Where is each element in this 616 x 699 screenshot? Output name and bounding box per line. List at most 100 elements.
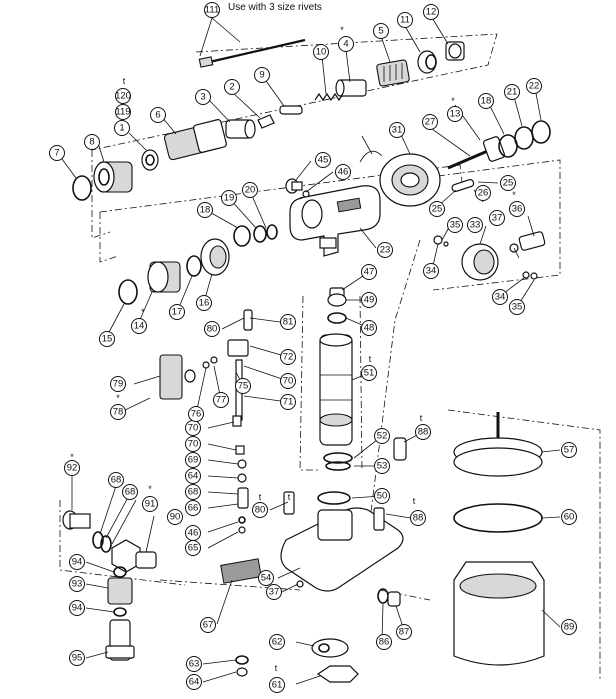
svg-text:47: 47	[364, 267, 375, 278]
svg-text:90: 90	[170, 512, 181, 523]
callout-18-right: 18	[478, 93, 494, 109]
callout-64-bottom: 64	[186, 674, 202, 690]
svg-text:4: 4	[343, 39, 348, 50]
svg-text:77: 77	[216, 395, 227, 406]
svg-text:76: 76	[191, 409, 202, 420]
svg-text:34: 34	[426, 266, 437, 277]
callout-19: 19	[221, 190, 237, 206]
callout-76: 76	[188, 406, 204, 422]
svg-text:37: 37	[269, 587, 280, 598]
callout-81: 81	[280, 314, 296, 330]
callout-22: 22	[526, 78, 542, 94]
callout-78: 78	[110, 404, 126, 420]
mark-78: *	[116, 393, 120, 403]
mark-80: t	[259, 492, 262, 502]
svg-text:64: 64	[188, 471, 199, 482]
trigger-group	[159, 309, 253, 534]
callout-5: 5	[373, 23, 389, 39]
svg-text:119: 119	[115, 107, 130, 118]
callout-70-upper: 70	[280, 373, 296, 389]
svg-text:72: 72	[283, 352, 294, 363]
callout-6: 6	[150, 107, 166, 123]
callout-35-top: 35	[447, 217, 463, 233]
svg-text:70: 70	[283, 376, 294, 387]
svg-text:27: 27	[425, 117, 436, 128]
svg-text:16: 16	[199, 298, 210, 309]
svg-text:88: 88	[413, 513, 424, 524]
svg-text:51: 51	[364, 368, 375, 379]
svg-text:18: 18	[481, 96, 492, 107]
callout-25-right: 25	[500, 175, 516, 191]
callout-79: 79	[110, 376, 126, 392]
svg-text:46: 46	[188, 528, 199, 539]
callout-67: 67	[200, 617, 216, 633]
svg-text:23: 23	[380, 245, 391, 256]
callout-33: 33	[467, 217, 483, 233]
callout-14: 14	[131, 318, 147, 334]
callout-70-left: 70	[185, 420, 201, 436]
svg-text:18: 18	[200, 205, 211, 216]
rivet-pin-set	[198, 17, 306, 68]
svg-text:3: 3	[200, 92, 205, 103]
mark-13: *	[451, 96, 455, 106]
svg-text:49: 49	[364, 295, 375, 306]
svg-text:21: 21	[507, 87, 518, 98]
svg-text:53: 53	[377, 461, 388, 472]
callout-54: 54	[258, 570, 274, 586]
marks: t * * * * t * t t t * * t t	[70, 25, 516, 673]
svg-text:78: 78	[113, 407, 124, 418]
svg-text:20: 20	[245, 185, 256, 196]
svg-text:80: 80	[255, 505, 266, 516]
callout-68-left: 68	[108, 472, 124, 488]
callout-69: 69	[185, 452, 201, 468]
callout-68-center: 68	[185, 484, 201, 500]
svg-text:92: 92	[67, 463, 78, 474]
cylinder-assembly	[118, 120, 551, 305]
callout-51: 51	[361, 365, 377, 381]
callout-77: 77	[213, 392, 229, 408]
callout-27: 27	[422, 114, 438, 130]
callout-64-middle: 64	[185, 468, 201, 484]
svg-text:81: 81	[283, 317, 294, 328]
mark-36: *	[512, 190, 516, 200]
callout-72: 72	[280, 349, 296, 365]
svg-text:57: 57	[564, 445, 575, 456]
callout-4: 4	[338, 36, 354, 52]
callout-1: 1	[114, 120, 130, 136]
callout-65: 65	[185, 540, 201, 556]
mark-51: t	[369, 354, 372, 364]
svg-text:13: 13	[450, 109, 461, 120]
svg-text:68: 68	[188, 487, 199, 498]
callout-88-lower: 88	[410, 510, 426, 526]
part-callouts: 111 120 119 1 2 3 4 5 6 7 8 9 10 11 12 1…	[49, 2, 577, 693]
callout-86: 86	[376, 634, 392, 650]
callout-37-base: 37	[266, 584, 282, 600]
callout-35-bottom: 35	[509, 299, 525, 315]
svg-text:25: 25	[503, 178, 514, 189]
svg-text:94: 94	[72, 557, 83, 568]
callout-93: 93	[69, 576, 85, 592]
svg-text:17: 17	[172, 307, 183, 318]
base-plate	[220, 491, 404, 607]
svg-text:68: 68	[111, 475, 122, 486]
callout-60: 60	[561, 509, 577, 525]
callout-10: 10	[313, 44, 329, 60]
callout-16: 16	[196, 295, 212, 311]
mark-92: *	[70, 452, 74, 462]
svg-text:75: 75	[238, 381, 249, 392]
svg-text:12: 12	[426, 7, 437, 18]
svg-text:91: 91	[145, 499, 156, 510]
callout-23: 23	[377, 242, 393, 258]
callout-15: 15	[99, 331, 115, 347]
callout-80-top: 80	[204, 321, 220, 337]
svg-text:95: 95	[72, 653, 83, 664]
svg-text:70: 70	[188, 439, 199, 450]
callout-90: 90	[167, 509, 183, 525]
callout-52: 52	[374, 428, 390, 444]
callout-18-left: 18	[197, 202, 213, 218]
callout-94-lower: 94	[69, 600, 85, 616]
svg-text:66: 66	[188, 503, 199, 514]
svg-text:80: 80	[207, 324, 218, 335]
svg-text:6: 6	[155, 110, 160, 121]
